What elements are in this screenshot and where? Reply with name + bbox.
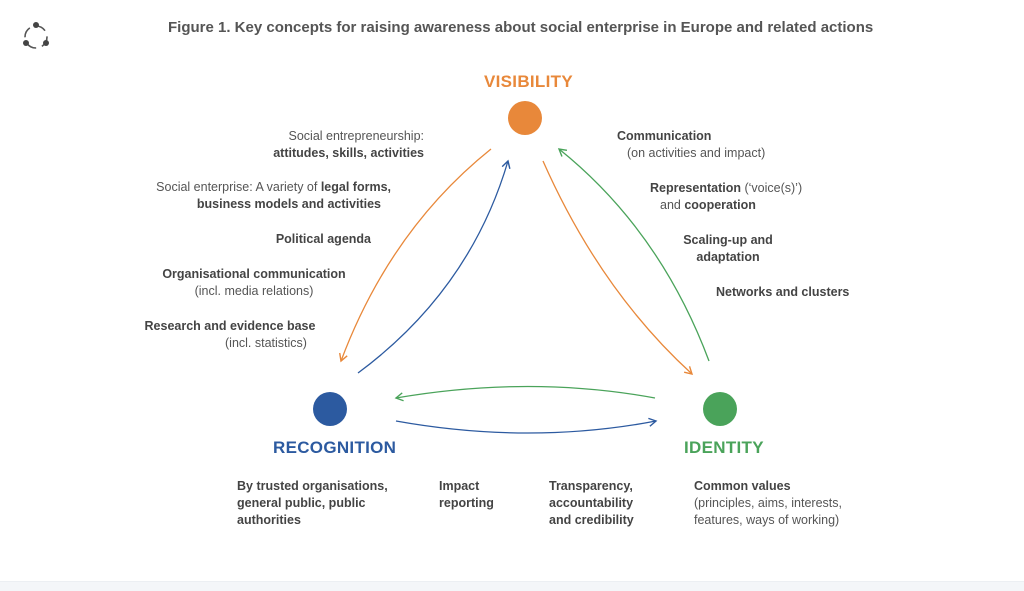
identity-node (703, 392, 737, 426)
arrow-visibility-to-recognition (339, 148, 492, 363)
left-item-political-agenda: Political agenda (275, 232, 371, 246)
circular-arrows-icon (23, 22, 49, 49)
left-item-organisational-communication: Organisational communication (incl. medi… (162, 267, 346, 298)
right-item-networks: Networks and clusters (716, 285, 850, 299)
right-item-scaling-up: Scaling-up and adaptation (683, 233, 773, 264)
bottom-item-transparency: Transparency, accountability and credibi… (549, 479, 634, 527)
bottom-band (0, 581, 1024, 591)
arrow-visibility-to-identity (542, 160, 694, 375)
visibility-node (508, 101, 542, 135)
visibility-label: VISIBILITY (484, 72, 573, 91)
arrow-recognition-to-visibility (357, 159, 511, 374)
left-item-social-entrepreneurship: Social entrepreneurship: attitudes, skil… (273, 129, 424, 160)
right-item-representation: Representation (‘voice(s)’) and cooperat… (650, 181, 803, 212)
bottom-item-trusted-organisations: By trusted organisations, general public… (237, 479, 388, 527)
figure-title: Figure 1. Key concepts for raising aware… (168, 19, 874, 36)
left-item-research-evidence: Research and evidence base (incl. statis… (144, 319, 316, 350)
left-item-social-enterprise: Social enterprise: A variety of legal fo… (156, 180, 391, 211)
arrow-identity-to-recognition (394, 385, 656, 402)
arrow-identity-to-visibility (557, 148, 710, 362)
bottom-item-common-values: Common values (principles, aims, interes… (694, 479, 842, 527)
recognition-label: RECOGNITION (273, 438, 397, 457)
arrow-recognition-to-identity (395, 417, 658, 434)
recognition-node (313, 392, 347, 426)
identity-label: IDENTITY (684, 438, 764, 457)
right-item-communication: Communication (on activities and impact) (617, 129, 766, 160)
bottom-item-impact-reporting: Impact reporting (439, 479, 494, 510)
